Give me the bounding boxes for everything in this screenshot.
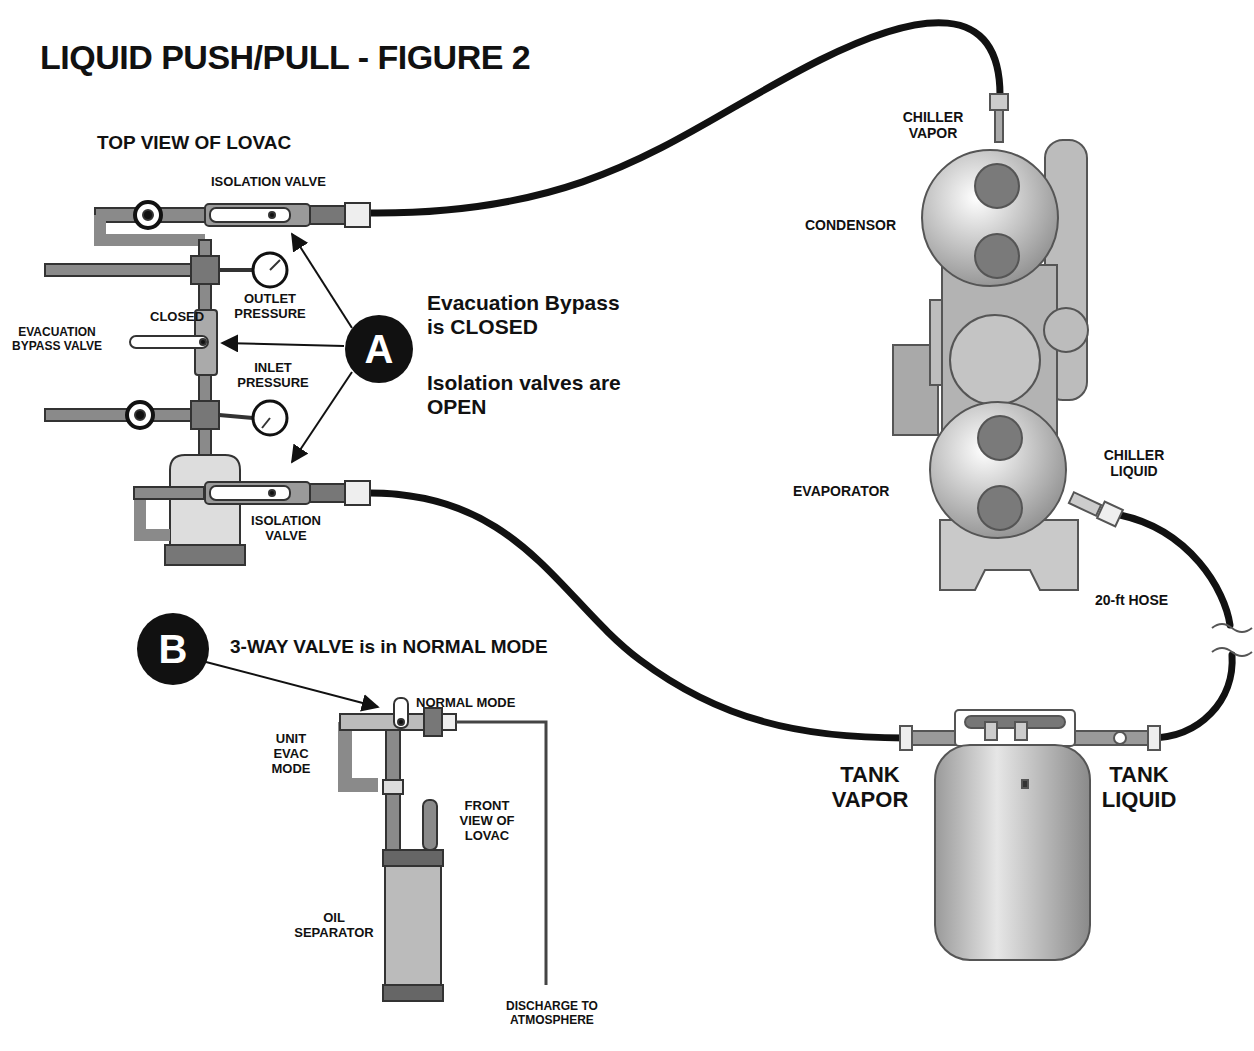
label-text: TOP VIEW OF LOVAC [97,132,291,154]
callout-letter: B [159,627,188,672]
tank [900,710,1160,960]
label-text: NORMAL MODE [416,696,515,711]
label-text: EVACUATION BYPASS VALVE [9,326,105,354]
label-text: 20-ft HOSE [1095,592,1168,608]
label-text: Evacuation Bypass is CLOSED [427,291,635,339]
hose-break [1212,624,1252,656]
lovac-top-view [45,202,370,565]
label-text: TANK LIQUID [1084,762,1194,813]
chiller [893,94,1123,590]
label-text: CHILLER LIQUID [1094,447,1174,479]
callout-letter: A [365,327,394,372]
callout-circle: B [137,613,209,685]
label-text: OIL SEPARATOR [286,911,382,941]
label-text: TANK VAPOR [820,762,920,813]
diagram-title: LIQUID PUSH/PULL - FIGURE 2 [40,38,530,77]
label-text: ISOLATION VALVE [211,175,326,190]
label-text: 3-WAY VALVE is in NORMAL MODE [230,636,548,658]
callout-circle: A [345,315,413,383]
label-text: UNIT EVAC MODE [265,732,317,777]
label-text: EVAPORATOR [793,483,889,499]
label-text: INLET PRESSURE [233,361,313,391]
label-text: CLOSED [150,310,204,325]
hose [370,23,1232,738]
label-text: ISOLATION VALVE [243,514,329,544]
label-text: DISCHARGE TO ATMOSPHERE [506,1000,598,1028]
label-text: OUTLET PRESSURE [230,292,310,322]
lovac-front-view [340,698,546,1001]
label-text: CONDENSOR [805,217,896,233]
label-text: FRONT VIEW OF LOVAC [458,799,516,844]
label-text: CHILLER VAPOR [893,109,973,141]
label-text: Isolation valves are OPEN [427,371,642,419]
